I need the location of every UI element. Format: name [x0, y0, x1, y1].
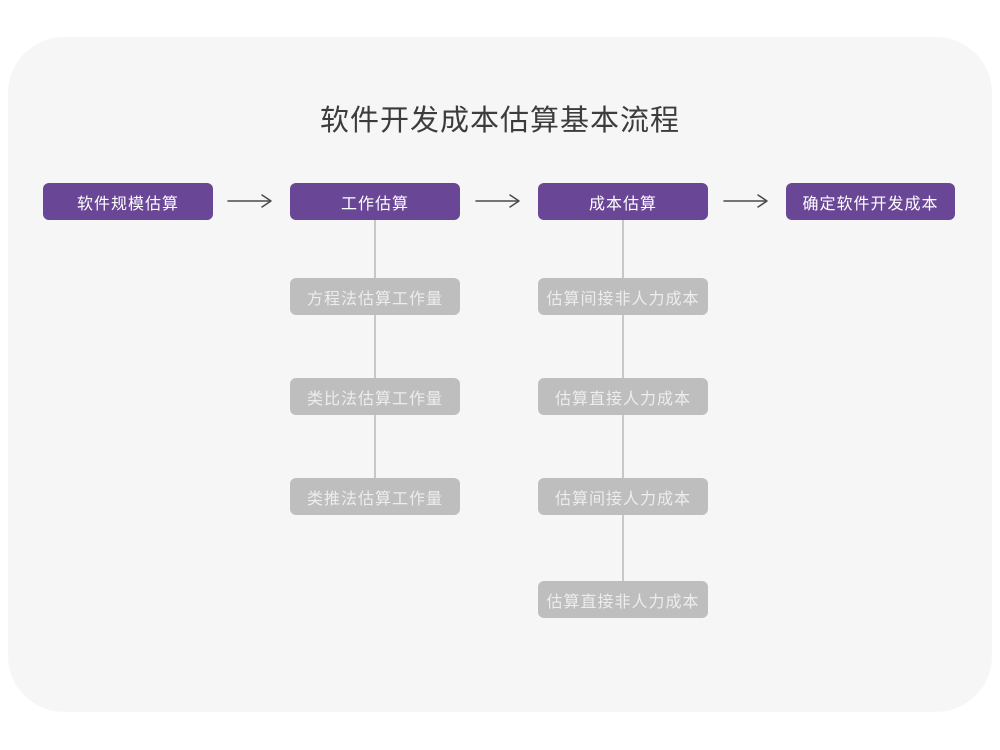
flow-step-determine-development-cost: 确定软件开发成本: [786, 183, 955, 220]
flow-step-software-scale-estimation: 软件规模估算: [43, 183, 213, 220]
sub-node-indirect-labor-cost: 估算间接人力成本: [538, 478, 708, 515]
sub-node-extrapolation-method: 类推法估算工作量: [290, 478, 460, 515]
right-arrow-icon: [723, 193, 769, 209]
connector-line-work-column: [374, 220, 376, 497]
sub-node-analogy-method: 类比法估算工作量: [290, 378, 460, 415]
right-arrow-icon: [227, 193, 273, 209]
sub-node-direct-non-labor-cost: 估算直接非人力成本: [538, 581, 708, 618]
flow-step-work-estimation: 工作估算: [290, 183, 460, 220]
flow-step-cost-estimation: 成本估算: [538, 183, 708, 220]
sub-node-equation-method: 方程法估算工作量: [290, 278, 460, 315]
diagram-card: [8, 37, 992, 712]
sub-node-indirect-non-labor-cost: 估算间接非人力成本: [538, 278, 708, 315]
right-arrow-icon: [475, 193, 521, 209]
diagram-title: 软件开发成本估算基本流程: [319, 105, 680, 137]
sub-node-direct-labor-cost: 估算直接人力成本: [538, 378, 708, 415]
